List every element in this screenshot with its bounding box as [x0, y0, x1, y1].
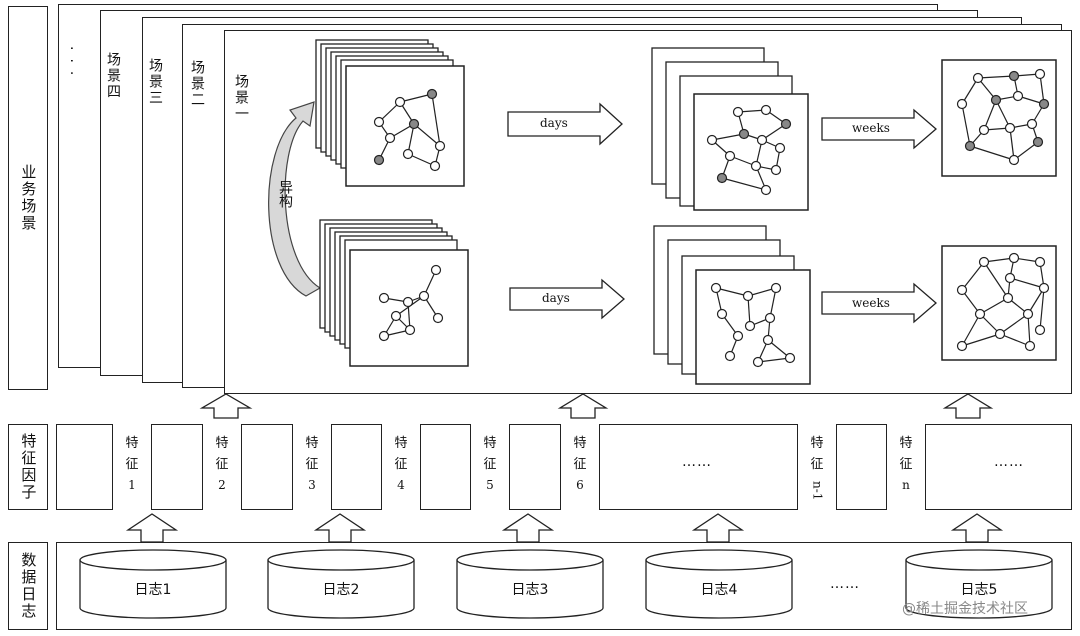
hetero-curve-arrow — [268, 101, 322, 297]
feature-factor-label-box — [8, 424, 48, 510]
feature-1-char1: 特 — [125, 436, 139, 451]
feature-4-char1: 特 — [394, 436, 408, 451]
log-cylinder-5 — [905, 560, 1053, 619]
top-left-card-stack — [315, 39, 465, 187]
weeks-label-bottom: weeks — [852, 296, 890, 310]
feature-1-char2: 征 — [125, 456, 139, 472]
log-1: 日志1 — [80, 552, 226, 620]
up-arrow-log-3 — [501, 513, 555, 543]
feature-3-char1: 特 — [305, 436, 319, 451]
feature-6: 特 征 6 — [560, 424, 600, 510]
log-4-label: 日志4 — [700, 582, 738, 598]
days-label-top: days — [540, 116, 568, 130]
up-arrow-scene-3 — [942, 393, 994, 419]
feature-4-index: 4 — [397, 477, 405, 492]
feature-1-index: 1 — [128, 477, 136, 492]
up-arrow-scene-2 — [557, 393, 609, 419]
scene-4-label: 场景四 — [105, 52, 121, 100]
up-arrow-scene-1 — [199, 393, 253, 419]
feature-3-index: 3 — [308, 477, 316, 492]
feature-2-char1: 特 — [215, 436, 229, 451]
log-1-label: 日志1 — [134, 582, 172, 598]
feature-6-char2: 征 — [573, 456, 587, 472]
feature-5: 特 征 5 — [470, 424, 510, 510]
log-cylinders — [79, 549, 1053, 619]
feature-n-1-char1: 特 — [810, 436, 824, 451]
up-arrow-log-5 — [950, 513, 1004, 543]
log-ellipsis: …… — [830, 576, 860, 592]
scene-diagram — [199, 39, 1057, 419]
log-3: 日志3 — [457, 552, 603, 620]
days-label-bottom: days — [542, 291, 570, 305]
feature-n-1-char2: 征 — [810, 456, 824, 472]
log-cylinder-2 — [267, 560, 415, 619]
log-cylinder-4 — [645, 560, 793, 619]
weeks-label-top: weeks — [852, 121, 890, 135]
up-arrow-log-2 — [313, 513, 367, 543]
log-5-label: 日志5 — [960, 582, 998, 598]
log-5: 日志5 — [906, 552, 1052, 620]
scene-1-label: 场景一 — [233, 74, 249, 122]
business-scene-label: 业务场景 — [19, 164, 38, 232]
log-cylinder-3 — [456, 560, 604, 619]
scene-3-label: 场景三 — [147, 58, 163, 106]
feature-4-char2: 征 — [394, 456, 408, 472]
log-4: 日志4 — [646, 552, 792, 620]
bottom-middle-card-stack — [653, 225, 811, 385]
feature-5-index: 5 — [486, 477, 494, 492]
feature-n-char2: 征 — [899, 456, 913, 472]
scene-2-label: 场景二 — [189, 60, 205, 108]
log-2-label: 日志2 — [322, 582, 360, 598]
business-scene-label-box — [8, 6, 48, 390]
feature-5-char2: 征 — [483, 456, 497, 472]
feature-3-char2: 征 — [305, 456, 319, 472]
feature-factor-label: 特征因子 — [19, 433, 38, 501]
feature-ellipsis-1: …… — [682, 454, 712, 470]
feature-n-1: 特 征 n-1 — [797, 424, 837, 510]
up-arrow-log-4 — [691, 513, 745, 543]
weeks-arrow-top — [821, 108, 937, 150]
feature-n: 特 征 n — [886, 424, 926, 510]
log-up-arrows — [125, 513, 1004, 543]
data-log-label: 数据日志 — [19, 552, 38, 620]
feature-n-index: n — [902, 477, 910, 492]
feature-4: 特 征 4 — [381, 424, 421, 510]
feature-6-char1: 特 — [573, 436, 587, 451]
feature-5-char1: 特 — [483, 436, 497, 451]
log-2: 日志2 — [268, 552, 414, 620]
days-arrow-top — [507, 102, 623, 146]
scene-more-label: ... — [67, 46, 83, 84]
top-middle-card-stack — [651, 47, 809, 211]
feature-n-char1: 特 — [899, 436, 913, 451]
feature-1: 特 征 1 — [112, 424, 152, 510]
feature-2-char2: 征 — [215, 456, 229, 472]
days-arrow-bottom — [509, 278, 625, 320]
feature-2: 特 征 2 — [202, 424, 242, 510]
top-right-card — [941, 59, 1057, 177]
hetero-label: 异构 — [277, 180, 293, 208]
up-arrow-log-1 — [125, 513, 179, 543]
bottom-left-card-stack — [319, 219, 469, 367]
bottom-right-card — [941, 245, 1057, 361]
log-cylinder-1 — [79, 560, 227, 619]
weeks-arrow-bottom — [821, 282, 937, 324]
feature-2-index: 2 — [218, 477, 226, 492]
feature-3: 特 征 3 — [292, 424, 332, 510]
feature-n-1-index: n-1 — [810, 480, 825, 501]
log-3-label: 日志3 — [511, 582, 549, 598]
feature-ellipsis-2: …… — [994, 454, 1024, 470]
feature-6-index: 6 — [576, 477, 584, 492]
watermark: @稀土掘金技术社区 — [902, 601, 1028, 617]
data-log-label-box — [8, 542, 48, 630]
